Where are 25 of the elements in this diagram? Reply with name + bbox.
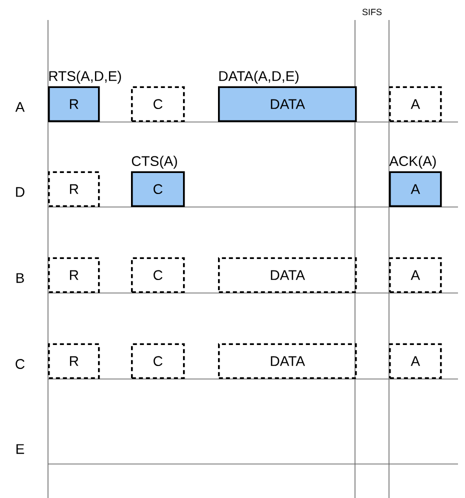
dashed-frame-box: A <box>389 343 442 379</box>
box-caption: ACK(A) <box>389 156 436 169</box>
dashed-frame-box: A <box>389 86 442 122</box>
row-label: A <box>15 102 25 112</box>
box-caption: RTS(A,D,E) <box>49 70 121 84</box>
row-label: C <box>16 359 25 369</box>
frame-box: A <box>389 171 442 207</box>
dashed-frame-box: R <box>48 257 100 293</box>
row-label: E <box>16 444 24 454</box>
dashed-frame-box: C <box>131 343 185 379</box>
row-label: B <box>16 273 24 283</box>
frame-box: DATA <box>218 86 357 122</box>
frame-box: C <box>131 171 185 207</box>
dashed-frame-box: C <box>131 257 185 293</box>
interval-label: SIFS <box>362 8 382 16</box>
dashed-frame-box: DATA <box>218 343 357 379</box>
dashed-frame-box: R <box>48 343 100 379</box>
box-caption: DATA(A,D,E) <box>219 70 298 84</box>
row-label: D <box>16 187 24 197</box>
dashed-frame-box: C <box>131 86 185 122</box>
dashed-frame-box: DATA <box>218 257 357 293</box>
dashed-frame-box: R <box>48 171 100 207</box>
dashed-frame-box: A <box>389 257 442 293</box>
box-caption: CTS(A) <box>132 156 177 169</box>
frame-box: R <box>48 86 100 122</box>
